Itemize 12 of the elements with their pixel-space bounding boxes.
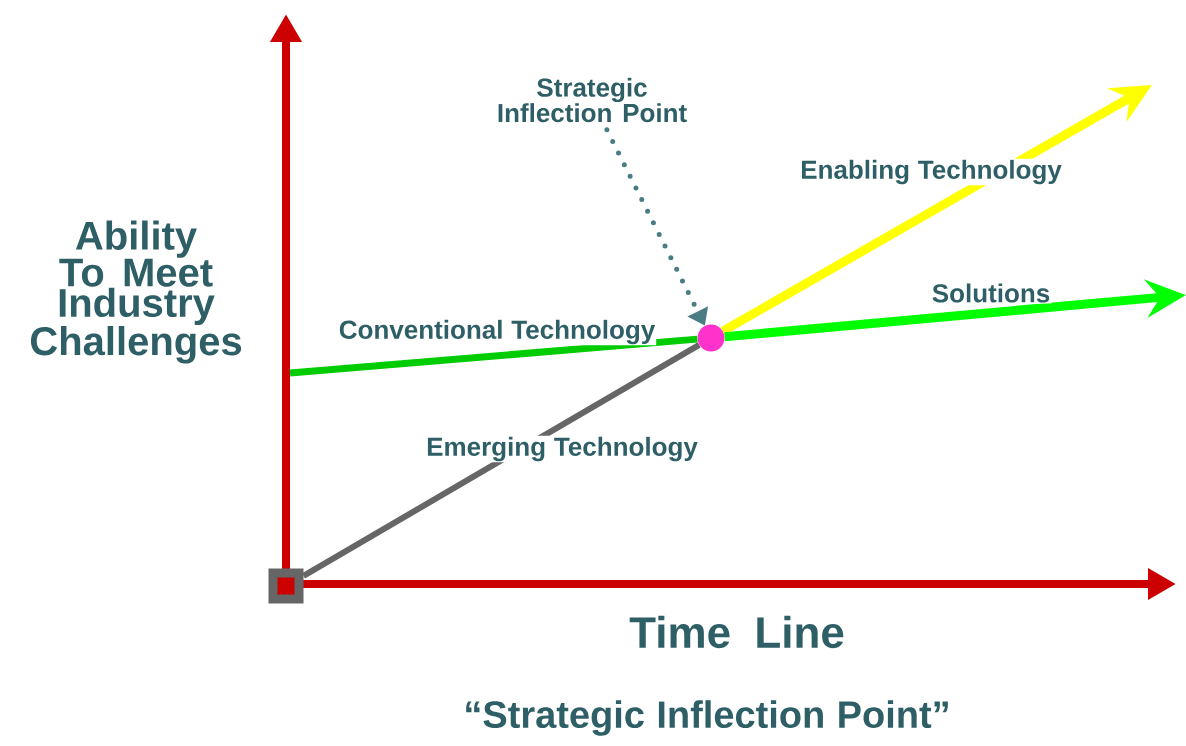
edge-label: Solutions (930, 282, 1052, 304)
origin-square (268, 568, 304, 604)
caption: “Strategic Inflection Point” (466, 700, 948, 736)
trend-line (302, 342, 701, 579)
edge-label: Enabling Technology (799, 158, 1063, 186)
callout-text: Strategic Inflection Point (498, 77, 687, 123)
inflection-dot (697, 324, 725, 352)
edge-label: Emerging Technology (425, 435, 699, 463)
axis-title: Time Line (629, 615, 844, 649)
trend-line (289, 335, 698, 377)
axis-title: Ability To Meet Industry Challenges (30, 220, 242, 364)
edge-label: Conventional Technology (337, 318, 657, 346)
